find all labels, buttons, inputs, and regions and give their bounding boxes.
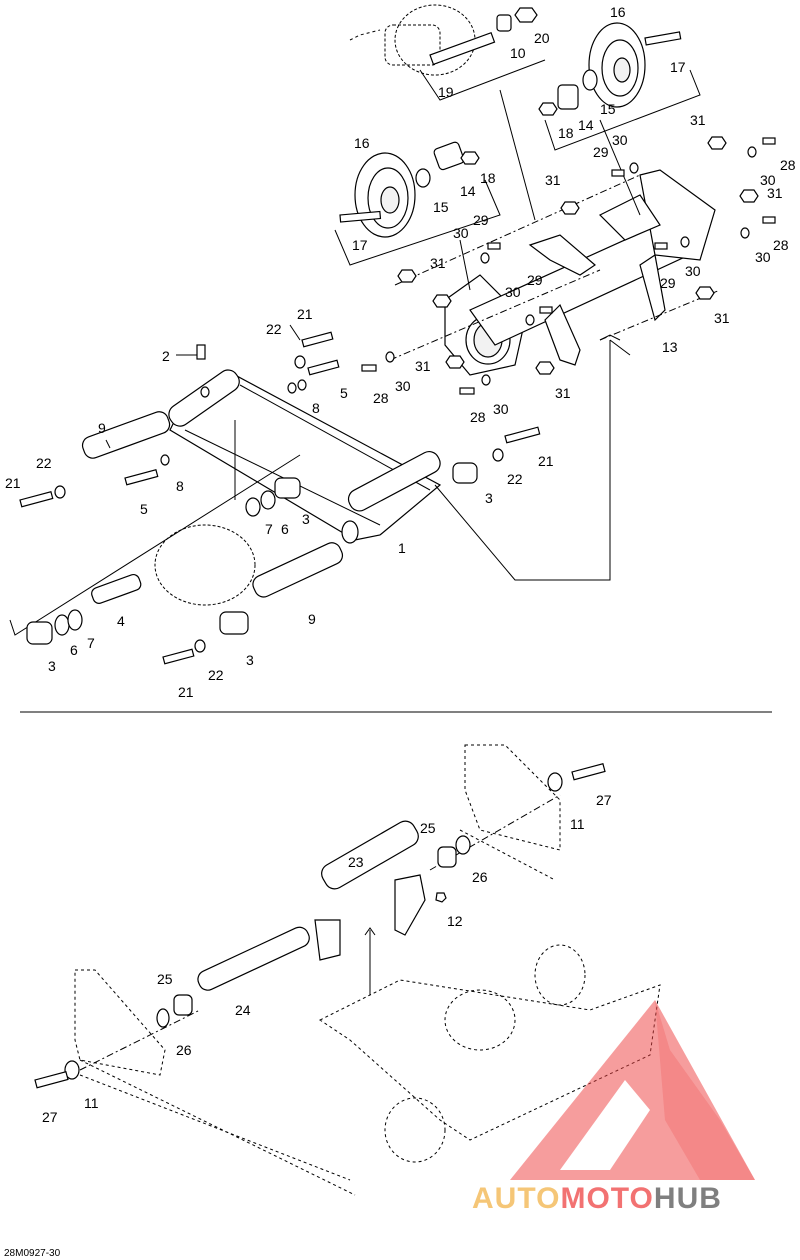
- callout: 30: [685, 263, 701, 279]
- callout: 16: [354, 135, 370, 151]
- callout: 26: [472, 869, 488, 885]
- hardware-fasteners-top: [361, 136, 776, 395]
- callout: 22: [507, 471, 523, 487]
- callout: 3: [302, 511, 310, 527]
- callout: 28: [373, 390, 389, 406]
- callout: 29: [527, 272, 543, 288]
- callout: 21: [178, 684, 194, 700]
- callout: 26: [176, 1042, 192, 1058]
- callout: 16: [610, 4, 626, 20]
- callout: 25: [157, 971, 173, 987]
- callout: 21: [538, 453, 554, 469]
- callout: 31: [545, 172, 561, 188]
- callout: 29: [473, 212, 489, 228]
- callout: 29: [660, 275, 676, 291]
- callout: 14: [460, 183, 476, 199]
- callout: 13: [662, 339, 678, 355]
- callout: 22: [36, 455, 52, 471]
- callout: 31: [415, 358, 431, 374]
- callout: 7: [87, 635, 95, 651]
- callout: 6: [70, 642, 78, 658]
- callout: 9: [98, 420, 106, 436]
- svg-text:AUTOMOTOHUB: AUTOMOTOHUB: [472, 1182, 722, 1215]
- callout: 15: [433, 199, 449, 215]
- callout: 31: [690, 112, 706, 128]
- callout: 28: [470, 409, 486, 425]
- callout: 25: [420, 820, 436, 836]
- callout: 18: [558, 125, 574, 141]
- callout: 30: [612, 132, 628, 148]
- lower-wheel-assembly: [9, 454, 301, 645]
- callout: 17: [670, 59, 686, 75]
- callout: 12: [447, 913, 463, 929]
- brand-part-2: MOTO: [560, 1182, 653, 1215]
- callout: 7: [265, 521, 273, 537]
- callout: 22: [266, 321, 282, 337]
- callout: 27: [596, 792, 612, 808]
- callout: 11: [84, 1095, 99, 1111]
- callout: 31: [430, 255, 446, 271]
- callout: 29: [593, 144, 609, 160]
- callout: 30: [755, 249, 771, 265]
- brand-part-3: HUB: [654, 1182, 722, 1215]
- callout: 24: [235, 1002, 251, 1018]
- callout: 28: [780, 157, 796, 173]
- idler-wheel-left: [334, 141, 501, 266]
- callout: 3: [485, 490, 493, 506]
- callout: 2: [162, 348, 170, 364]
- callout-labels: 16 20 10 17 19 18 14 15 31 30 29 28 16 1…: [5, 4, 796, 1125]
- callout: 17: [352, 237, 368, 253]
- callout: 5: [140, 501, 148, 517]
- idler-wheel-upper-right: [538, 22, 701, 151]
- cross-tube-assembly: [389, 89, 721, 376]
- swing-arm: [168, 334, 621, 581]
- spacer-tubes-left: [19, 331, 541, 665]
- callout: 30: [453, 225, 469, 241]
- callout: 9: [308, 611, 316, 627]
- callout: 14: [578, 117, 594, 133]
- leader-lines: [105, 324, 631, 449]
- callout: 5: [340, 385, 348, 401]
- callout: 6: [281, 521, 289, 537]
- callout: 8: [176, 478, 184, 494]
- callout: 27: [42, 1109, 58, 1125]
- callout: 21: [297, 306, 313, 322]
- callout: 4: [117, 613, 125, 629]
- callout: 8: [312, 400, 320, 416]
- automotohub-logo: AUTOMOTOHUB: [472, 1000, 755, 1215]
- callout: 3: [246, 652, 254, 668]
- callout: 20: [534, 30, 550, 46]
- callout: 3: [48, 658, 56, 674]
- callout: 19: [438, 84, 454, 100]
- upper-wheel-assembly: [349, 4, 546, 101]
- callout: 31: [767, 185, 783, 201]
- callout: 30: [395, 378, 411, 394]
- callout: 30: [505, 284, 521, 300]
- callout: 31: [555, 385, 571, 401]
- callout: 31: [714, 310, 730, 326]
- callout: 22: [208, 667, 224, 683]
- callout: 1: [398, 540, 406, 556]
- callout: 21: [5, 475, 21, 491]
- callout: 10: [510, 45, 526, 61]
- callout: 28: [773, 237, 789, 253]
- callout: 30: [760, 172, 776, 188]
- brand-part-1: AUTO: [472, 1182, 560, 1215]
- callout: 23: [348, 854, 364, 870]
- diagram-code: 28M0927-30: [4, 1248, 61, 1259]
- callout: 15: [600, 101, 616, 117]
- callout: 18: [480, 170, 496, 186]
- callout: 30: [493, 401, 509, 417]
- callout: 11: [570, 816, 585, 832]
